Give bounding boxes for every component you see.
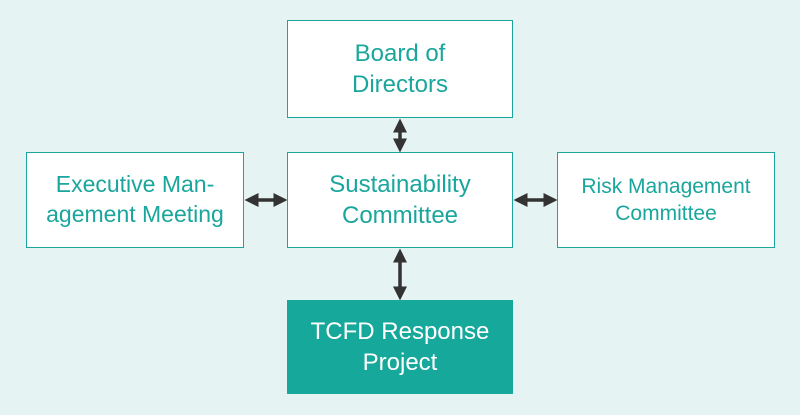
sustainability-label-line1: Sustainability <box>329 170 471 198</box>
executive-label-line2: agement Meeting <box>46 201 224 227</box>
executive-management-meeting-box: Executive Man- agement Meeting <box>26 152 244 248</box>
executive-label-line1: Executive Man- <box>55 171 215 198</box>
tcfd-label-line1: TCFD Response <box>310 317 490 345</box>
risk-label-line1: Risk Management <box>581 174 751 198</box>
risk-management-committee-box: Risk Management Committee <box>557 152 775 248</box>
board-of-directors-box: Board of Directors <box>287 20 513 118</box>
tcfd-label-line2: Project <box>362 349 438 376</box>
tcfd-response-project-box: TCFD Response Project <box>287 300 513 394</box>
board-label-line1: Board of <box>354 39 446 67</box>
board-label-line2: Directors <box>351 71 448 98</box>
sustainability-committee-box: Sustainability Committee <box>287 152 513 248</box>
sustainability-label-line2: Committee <box>341 202 459 229</box>
risk-label-line2: Committee <box>615 202 717 225</box>
